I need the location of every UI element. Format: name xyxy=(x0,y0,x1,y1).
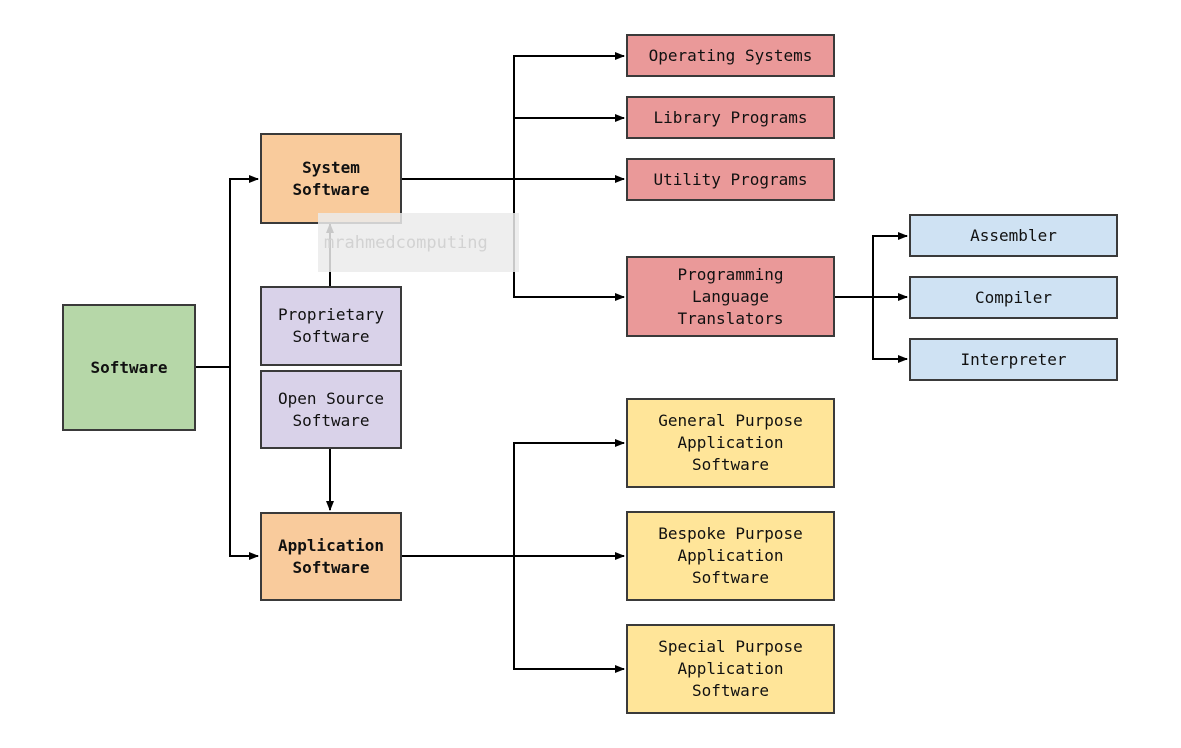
node-utility-programs: Utility Programs xyxy=(626,158,835,201)
node-application-software: Application Software xyxy=(260,512,402,601)
node-software: Software xyxy=(62,304,196,431)
node-special-purpose-application-software: Special Purpose Application Software xyxy=(626,624,835,714)
edge-translators-to-assembler xyxy=(835,232,908,298)
edge-software-to-application xyxy=(229,367,259,560)
node-compiler: Compiler xyxy=(909,276,1118,319)
edge-application-to-general xyxy=(402,439,625,557)
node-bespoke-purpose-application-software: Bespoke Purpose Application Software xyxy=(626,511,835,601)
node-proprietary-software: Proprietary Software xyxy=(260,286,402,366)
node-library-programs: Library Programs xyxy=(626,96,835,139)
node-assembler: Assembler xyxy=(909,214,1118,257)
node-programming-language-translators: Programming Language Translators xyxy=(626,256,835,337)
node-general-purpose-application-software: General Purpose Application Software xyxy=(626,398,835,488)
node-operating-systems: Operating Systems xyxy=(626,34,835,77)
edge-translators-to-interpreter xyxy=(872,297,908,363)
edge-application-to-special xyxy=(513,556,625,673)
node-system-software: System Software xyxy=(260,133,402,224)
watermark: mrahmedcomputing xyxy=(318,213,519,272)
edge-software-to-system xyxy=(196,175,259,368)
node-interpreter: Interpreter xyxy=(909,338,1118,381)
edge-system-to-translators xyxy=(513,179,625,301)
node-open-source-software: Open Source Software xyxy=(260,370,402,449)
